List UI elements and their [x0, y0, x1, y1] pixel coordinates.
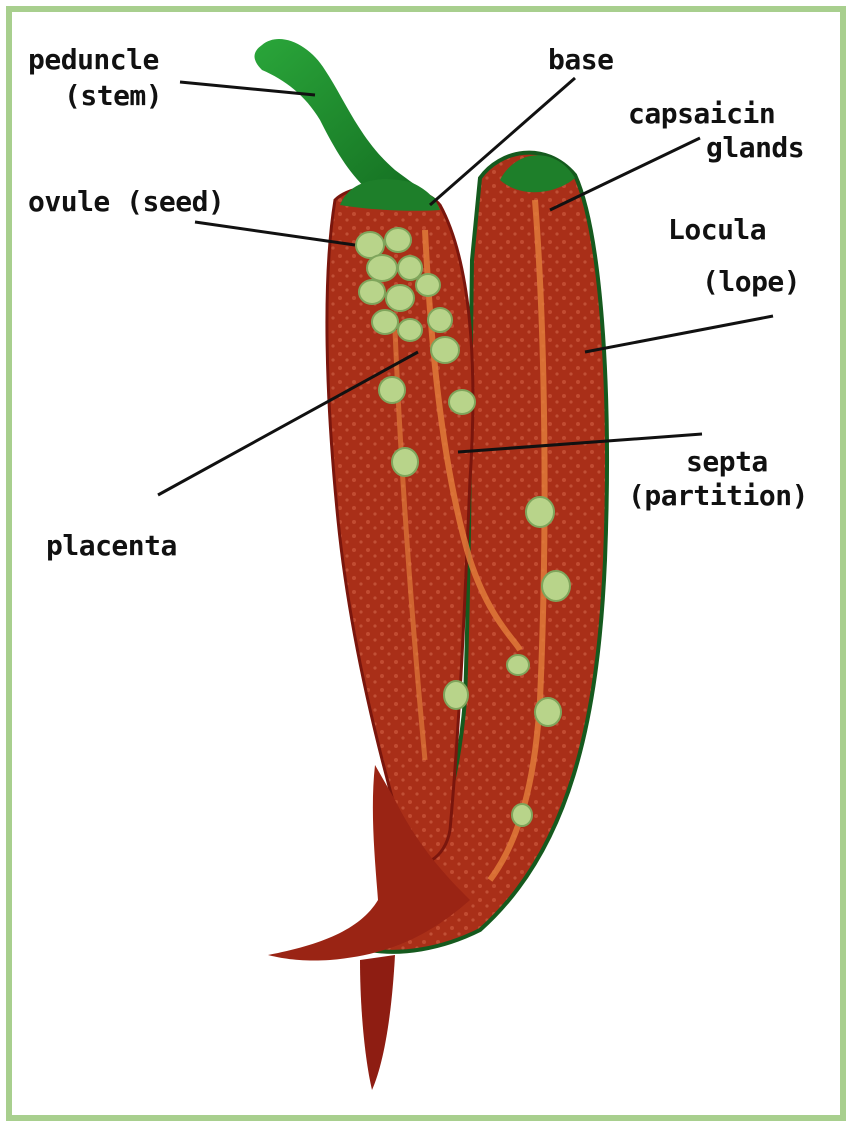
label-partition: (partition): [628, 480, 808, 512]
label-ovule: ovule (seed): [28, 186, 224, 218]
label-base: base: [548, 44, 613, 76]
label-glands: glands: [706, 132, 804, 164]
label-stem: (stem): [64, 80, 162, 112]
label-septa: septa: [686, 446, 768, 478]
label-capsaicin: capsaicin: [628, 98, 775, 130]
calyx-left: [340, 179, 440, 211]
label-lope: (lope): [702, 266, 800, 298]
label-placenta: placenta: [46, 530, 177, 562]
label-peduncle: peduncle: [28, 44, 159, 76]
leader-locula: [585, 316, 773, 352]
stem-shape: [255, 39, 439, 202]
label-locula: Locula: [668, 214, 766, 246]
pepper-tail: [360, 955, 395, 1090]
